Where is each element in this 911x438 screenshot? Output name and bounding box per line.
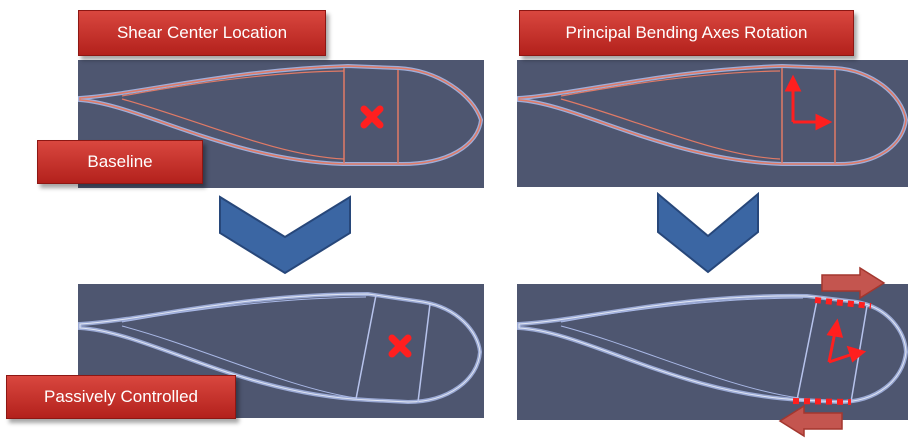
chevron-down-icon-right xyxy=(657,192,759,274)
principal-axes-rotated-icon xyxy=(826,318,867,364)
baseline-label: Baseline xyxy=(37,140,203,184)
rotation-arrow-bottom-icon xyxy=(778,404,843,438)
principal-axes-icon xyxy=(784,74,833,131)
passive-axes-panel xyxy=(517,284,908,420)
chevron-down-icon-left xyxy=(219,195,351,275)
principal-axes-title: Principal Bending Axes Rotation xyxy=(519,10,854,56)
rotation-arrow-top-icon xyxy=(821,266,886,300)
baseline-axes-panel xyxy=(517,60,908,187)
shear-center-title: Shear Center Location xyxy=(78,10,326,56)
passive-label: Passively Controlled xyxy=(6,375,236,419)
shear-center-x-mark-icon xyxy=(388,334,412,358)
shear-center-x-mark-icon xyxy=(360,105,384,129)
